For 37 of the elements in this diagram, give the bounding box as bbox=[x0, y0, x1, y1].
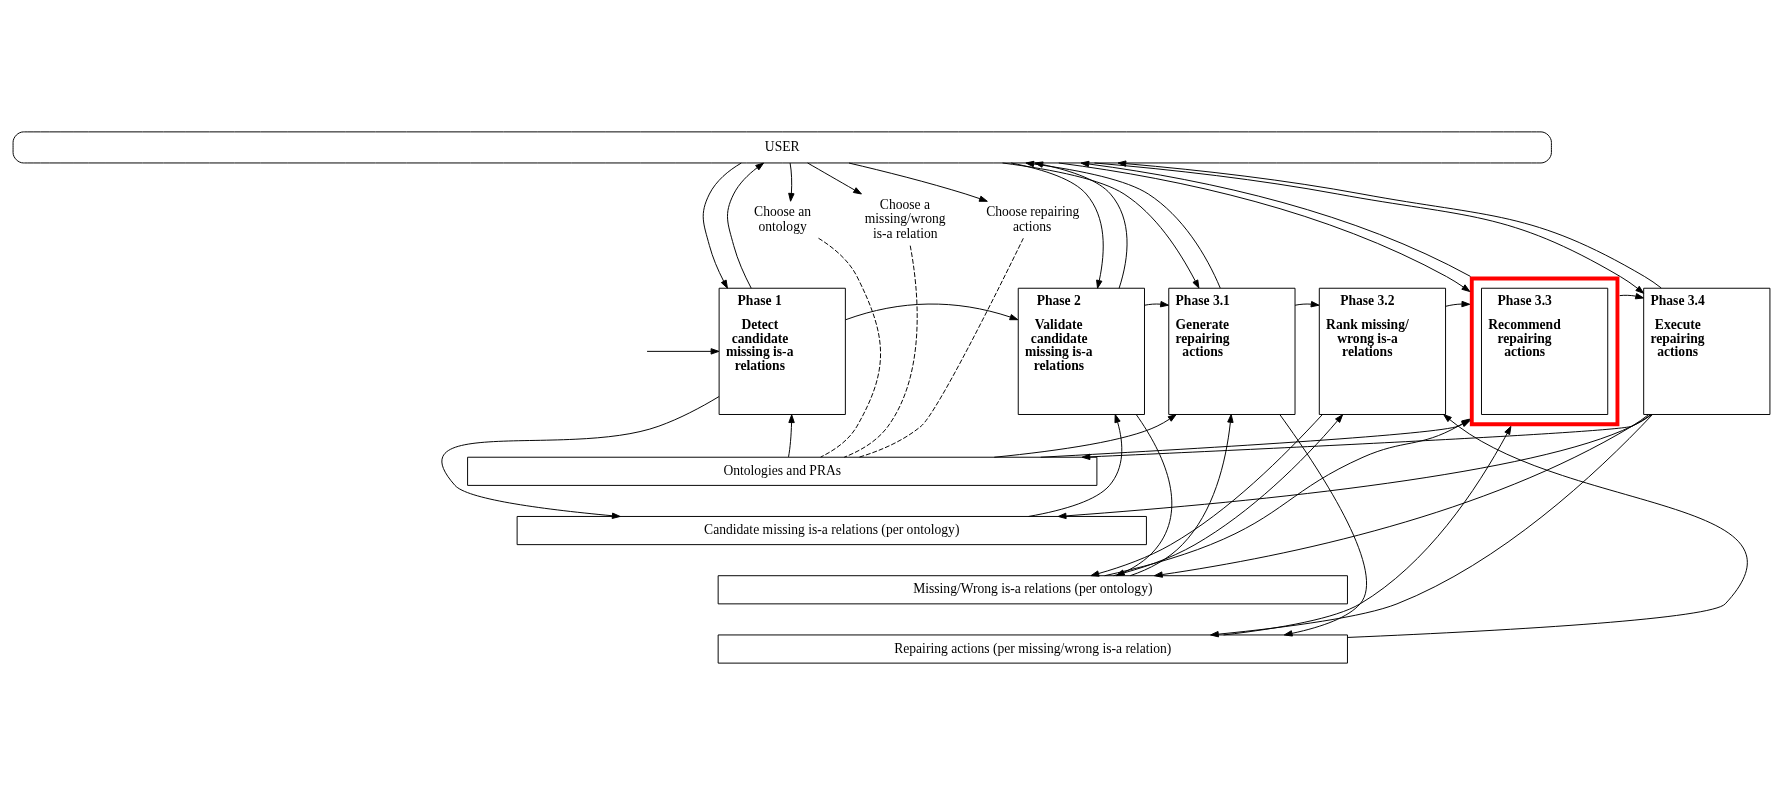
arrow bbox=[788, 162, 795, 202]
arrow bbox=[1279, 413, 1368, 637]
connector bbox=[858, 237, 1024, 458]
arrow bbox=[1057, 413, 1651, 519]
arrow bbox=[1129, 413, 1234, 576]
node-box: Phase 3.3 Recommend repairing actions bbox=[1469, 276, 1620, 426]
node-box: Missing/Wrong is-a relations (per ontology) bbox=[717, 574, 1348, 604]
arrow bbox=[1294, 300, 1320, 307]
node-box: Candidate missing is-a relations (per ontology) bbox=[516, 515, 1147, 545]
arrow bbox=[702, 162, 742, 289]
arrow bbox=[848, 162, 988, 202]
arrow bbox=[1058, 162, 1471, 292]
arrow bbox=[1144, 300, 1169, 307]
arrow bbox=[441, 395, 720, 519]
arrow bbox=[1210, 413, 1653, 637]
arrow bbox=[1081, 413, 1653, 460]
arrow bbox=[1153, 413, 1649, 578]
arrow bbox=[807, 162, 862, 194]
arrow bbox=[845, 303, 1019, 320]
arrow bbox=[1347, 413, 1748, 638]
arrow bbox=[646, 347, 720, 355]
connector bbox=[818, 237, 882, 458]
node-text: Choose repairing actions bbox=[986, 203, 1080, 234]
node-box: Repairing actions (per missing/wrong is-a relation) bbox=[717, 633, 1348, 664]
node-text: Choose a missing/wrong is-a relation bbox=[864, 196, 946, 241]
arrow bbox=[1445, 300, 1471, 307]
node-text: Choose an ontology bbox=[754, 203, 812, 234]
arrow bbox=[727, 162, 765, 289]
arrow bbox=[788, 413, 795, 457]
node-box: USER bbox=[12, 130, 1552, 163]
node-box: Ontologies and PRAs bbox=[467, 456, 1098, 486]
arrow bbox=[1028, 413, 1123, 517]
arrow bbox=[1223, 425, 1512, 635]
arrow bbox=[993, 413, 1177, 458]
connector bbox=[843, 244, 918, 458]
arrow bbox=[1619, 292, 1644, 299]
arrow bbox=[1080, 160, 1471, 277]
